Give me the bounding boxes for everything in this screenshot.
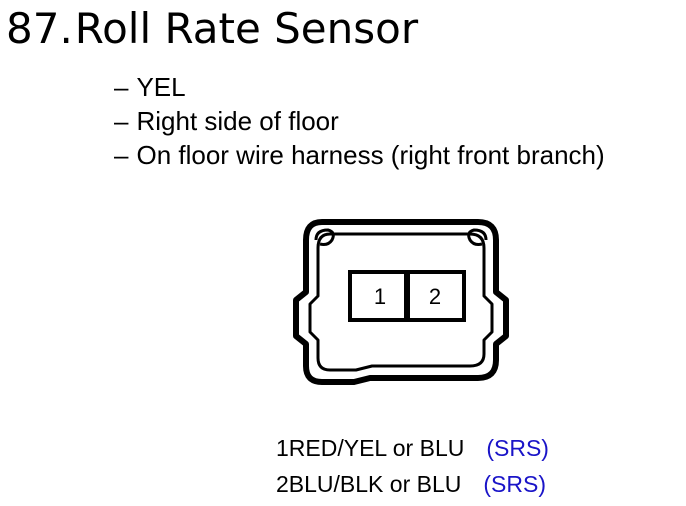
connector-inner-housing (308, 232, 494, 372)
dash-bullet: – (114, 106, 129, 136)
pin-row-1: 1RED/YEL or BLU (SRS) (276, 430, 549, 466)
dash-bullet: – (114, 140, 129, 170)
detail-text: Right side of floor (136, 106, 339, 136)
detail-location: –Right side of floor (114, 104, 605, 138)
pin-assignment-list: 1RED/YEL or BLU (SRS) 2BLU/BLK or BLU (SRS… (276, 430, 549, 502)
pin-number: 2 (276, 471, 289, 497)
detail-color: –YEL (114, 70, 605, 104)
terminal-cavity-2 (406, 270, 466, 322)
pin-system: (SRS) (483, 471, 547, 497)
right-latch-hook (467, 228, 488, 246)
detail-text: YEL (136, 72, 186, 102)
terminal-label-2: 2 (429, 284, 441, 309)
pin-wire-color: RED/YEL or BLU (288, 435, 465, 461)
dash-bullet: – (114, 72, 129, 102)
terminal-label-1: 1 (374, 284, 386, 309)
left-latch-hook (314, 228, 335, 246)
component-number: 87. (6, 4, 73, 53)
pin-row-2: 2BLU/BLK or BLU (SRS) (276, 466, 549, 502)
detail-harness: –On floor wire harness (right front bran… (114, 138, 605, 172)
pin-wire-color: BLU/BLK or BLU (288, 471, 462, 497)
component-name: Roll Rate Sensor (74, 4, 419, 53)
connector-outer-housing (293, 219, 509, 385)
pin-system: (SRS) (486, 435, 549, 461)
page-title: 87.Roll Rate Sensor (6, 4, 418, 54)
pin-number: 1 (276, 435, 289, 461)
connector-face-diagram: 1 2 (293, 219, 509, 385)
detail-text: On floor wire harness (right front branc… (136, 140, 605, 170)
connector-details: –YEL –Right side of floor –On floor wire… (114, 70, 605, 172)
